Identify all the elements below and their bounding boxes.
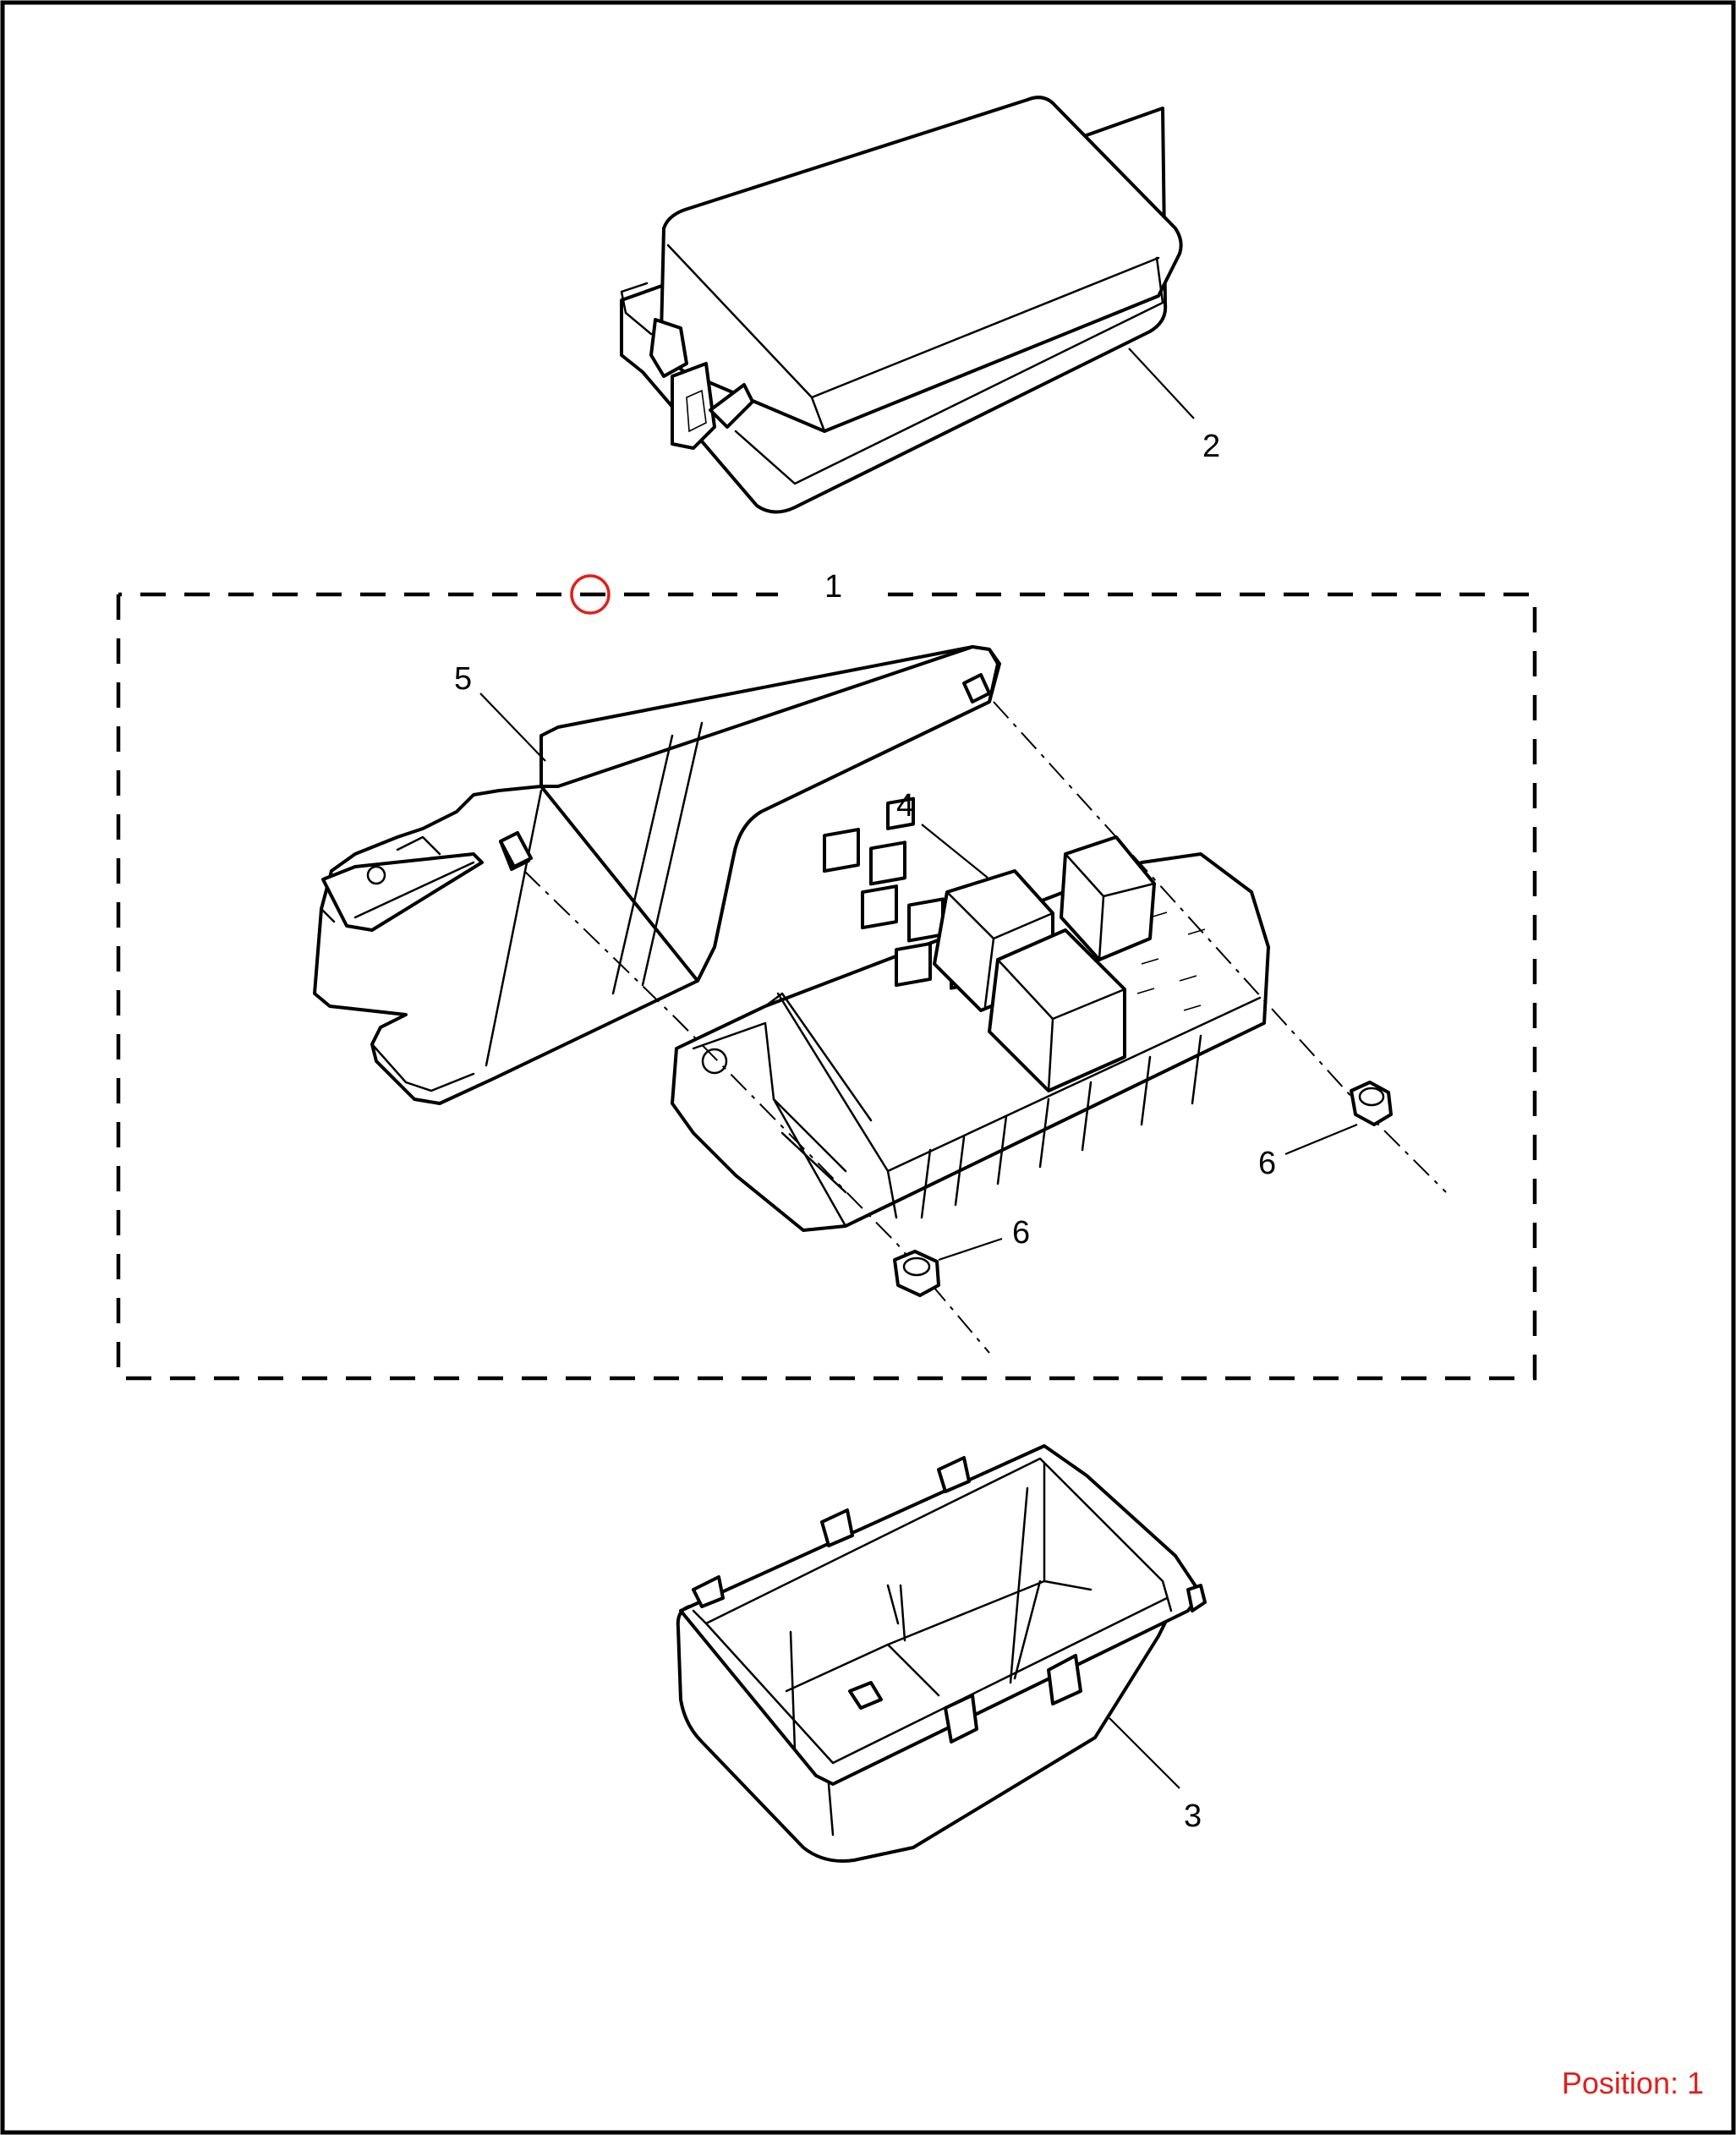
leader-3 (1109, 1717, 1180, 1789)
leader-6-left (938, 1237, 1003, 1262)
pin-left (499, 831, 533, 868)
callout-1: 1 (824, 569, 842, 605)
part-4-fuse-block[interactable] (671, 797, 1270, 1232)
part-3-lower-tray[interactable] (676, 1444, 1207, 1863)
leader-6-right (1284, 1123, 1358, 1156)
leader-4 (921, 824, 988, 879)
leader-5 (479, 693, 546, 762)
assembly-label-gap (778, 575, 888, 614)
assembly-outline-1 (116, 592, 1537, 1381)
callout-5: 5 (454, 661, 472, 697)
relay-lower (988, 928, 1126, 1092)
fastener-axis-left (523, 870, 990, 1354)
highlight-marker (570, 574, 611, 615)
position-label: Position: 1 (1561, 2066, 1704, 2100)
part-6-nut-left[interactable] (893, 1250, 940, 1297)
callout-6-right: 6 (1258, 1146, 1276, 1181)
part-5-bracket[interactable] (313, 645, 1001, 1105)
part-6-nut-right[interactable] (1350, 1081, 1393, 1126)
callout-3: 3 (1184, 1798, 1202, 1834)
part-2-cover[interactable] (620, 96, 1183, 514)
callout-6-left: 6 (1012, 1215, 1030, 1251)
callout-4: 4 (896, 788, 914, 824)
callout-2: 2 (1202, 429, 1220, 464)
leader-2 (1128, 348, 1195, 419)
